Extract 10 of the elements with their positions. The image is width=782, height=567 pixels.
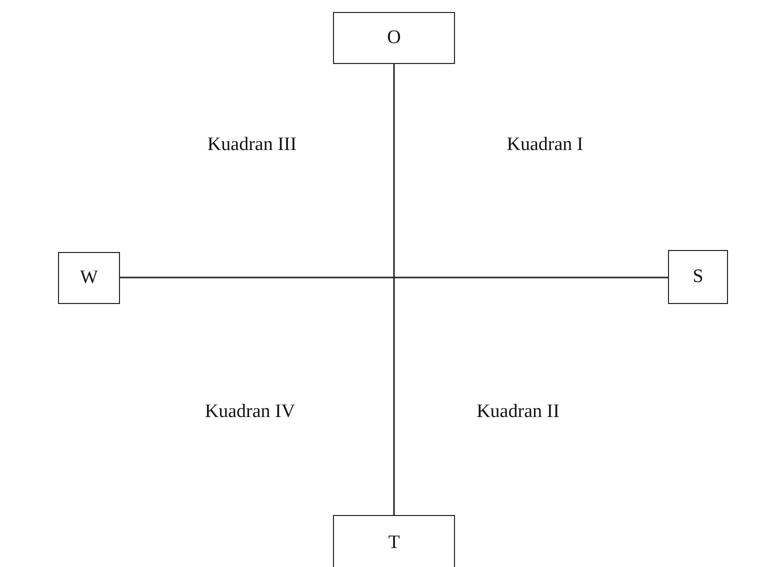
connector-line <box>393 64 395 515</box>
letter-box: T <box>333 515 455 567</box>
letter-box: S <box>668 250 728 304</box>
quadrant-label: Kuadran II <box>476 401 560 423</box>
quadrant-label: Kuadran III <box>207 134 297 156</box>
letter-box: O <box>333 12 455 64</box>
quadrant-label: Kuadran IV <box>204 401 296 423</box>
letter-box: W <box>58 252 120 304</box>
quadrant-label: Kuadran I <box>506 134 584 156</box>
connector-line <box>120 276 668 278</box>
